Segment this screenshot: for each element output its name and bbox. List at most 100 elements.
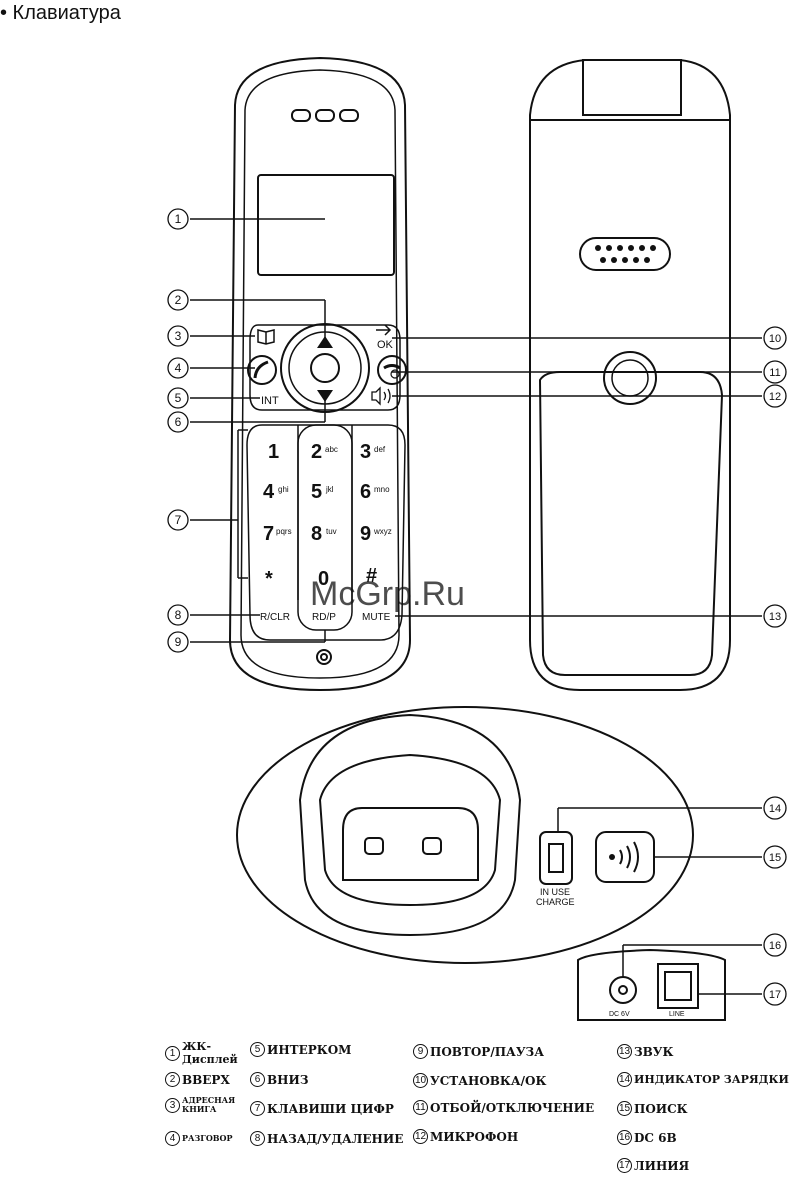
legend-item-4: 4 РАЗГОВОР [165, 1131, 233, 1146]
callout-3 [167, 325, 189, 347]
microphone-hole [316, 649, 332, 665]
legend-item-16: 16 DC 6В [617, 1130, 677, 1145]
dc-jack [609, 976, 637, 1004]
earpiece-slot [315, 109, 335, 122]
callout-5-label: 5 [175, 391, 182, 405]
key-3: 3 [360, 441, 371, 463]
legend-item-text: ПОИСК [634, 1101, 688, 1116]
legend-item-11: 11 ОТБОЙ/ОТКЛЮЧЕНИЕ [413, 1100, 594, 1115]
legend-item-9: 9 ПОВТОР/ПАУЗА [413, 1044, 544, 1059]
key-0: 0 [318, 568, 329, 590]
legend-item-1: 1 ЖК-Дисплей [165, 1040, 254, 1066]
back-top-cap [582, 59, 682, 116]
cradle-inner [318, 753, 502, 907]
keypad-outline [246, 424, 406, 641]
legend-item-text: НАЗАД/УДАЛЕНИЕ [267, 1131, 404, 1146]
handset-front-outline [228, 56, 412, 692]
charge-contact [422, 837, 442, 855]
legend-item-8: 8 НАЗАД/УДАЛЕНИЕ [250, 1131, 403, 1146]
legend-item-text: ИНТЕРКОМ [267, 1042, 352, 1057]
setting-arrow-icon [376, 324, 392, 336]
callout-14-label: 14 [769, 803, 781, 815]
legend-item-12: 12 МИКРОФОН [413, 1129, 519, 1144]
key-4-letters: ghi [278, 485, 289, 494]
legend-item-text: МИКРОФОН [430, 1129, 519, 1144]
mic-speaker-icon [371, 386, 391, 406]
legend-item-text: АДРЕСНАЯ КНИГА [182, 1095, 236, 1114]
callout-16 [763, 933, 787, 957]
key-9: 9 [360, 523, 371, 545]
key-6: 6 [360, 481, 371, 503]
callout-7 [167, 509, 189, 531]
callout-12-label: 12 [769, 391, 781, 403]
line-jack [657, 963, 699, 1009]
callout-15 [763, 845, 787, 869]
talk-button [247, 355, 277, 385]
key-2-letters: abc [325, 445, 338, 454]
key-2: 2 [311, 441, 322, 463]
nav-center-button [310, 353, 340, 383]
nav-cluster-outline [249, 324, 401, 411]
belt-clip-hole [603, 351, 657, 405]
legend-item-text: УСТАНОВКА/ОК [430, 1073, 547, 1088]
callout-6 [167, 411, 189, 433]
earpiece-slot [291, 109, 311, 122]
charge-contact [364, 837, 384, 855]
legend-item-17: 17 ЛИНИЯ [617, 1158, 690, 1173]
base-outline [236, 706, 694, 964]
base-rear-panel [577, 948, 726, 1021]
callout-8-label: 8 [175, 608, 182, 622]
callout-6-label: 6 [175, 415, 182, 429]
page-waves-icon [619, 841, 639, 873]
key-6-letters: mno [374, 485, 390, 494]
mute-label: MUTE [362, 612, 391, 623]
callout-3-label: 3 [175, 329, 182, 343]
handset-back-outline [529, 59, 731, 691]
power-icon [390, 369, 400, 379]
battery-cover [538, 371, 724, 676]
callouts [167, 208, 787, 1006]
down-arrow-icon [317, 390, 333, 402]
key-star: * [265, 568, 273, 590]
callout-12 [763, 384, 787, 408]
callout-11-label: 11 [769, 367, 780, 379]
charge-label: CHARGE [536, 897, 575, 907]
legend-item-text: ВНИЗ [267, 1072, 309, 1087]
legend-item-6: 6 ВНИЗ [250, 1072, 308, 1087]
earpiece-slot [339, 109, 359, 122]
callout-5 [167, 387, 189, 409]
legend-item-3: 3 АДРЕСНАЯ КНИГА [165, 1096, 238, 1114]
rdp-label: RD/P [312, 612, 336, 623]
talk-handset-icon [253, 360, 269, 379]
key-4: 4 [263, 481, 275, 503]
key-5: 5 [311, 481, 322, 503]
key-8-letters: tuv [326, 527, 337, 536]
callout-9 [167, 631, 189, 653]
legend-item-15: 15 ПОИСК [617, 1101, 688, 1116]
legend-item-7: 7 КЛАВИШИ ЦИФР [250, 1101, 394, 1116]
legend-item-text: ЖК-Дисплей [182, 1040, 238, 1066]
legend-item-text: ИНДИКАТОР ЗАРЯДКИ [634, 1073, 789, 1086]
legend-item-13: 13 ЗВУК [617, 1044, 674, 1059]
callout-2-label: 2 [175, 293, 182, 307]
int-label: INT [261, 395, 279, 407]
phonebook-icon [257, 329, 275, 345]
ok-label: OK [377, 339, 394, 351]
callout-13 [763, 604, 787, 628]
legend-item-text: РАЗГОВОР [182, 1133, 233, 1143]
rclr-label: R/CLR [260, 612, 290, 623]
legend-item-text: ЛИНИЯ [634, 1158, 690, 1173]
callout-2 [167, 289, 189, 311]
callout-17 [763, 982, 787, 1006]
callout-16-label: 16 [769, 940, 781, 952]
callout-1 [167, 208, 189, 230]
charge-indicator [539, 831, 573, 885]
callout-15-label: 15 [769, 852, 781, 864]
lcd-display [257, 174, 395, 276]
legend-item-text: ЗВУК [634, 1044, 674, 1059]
callout-10-label: 10 [769, 333, 781, 345]
end-handset-icon [383, 364, 401, 370]
callout-7-label: 7 [175, 513, 182, 527]
key-8: 8 [311, 523, 322, 545]
